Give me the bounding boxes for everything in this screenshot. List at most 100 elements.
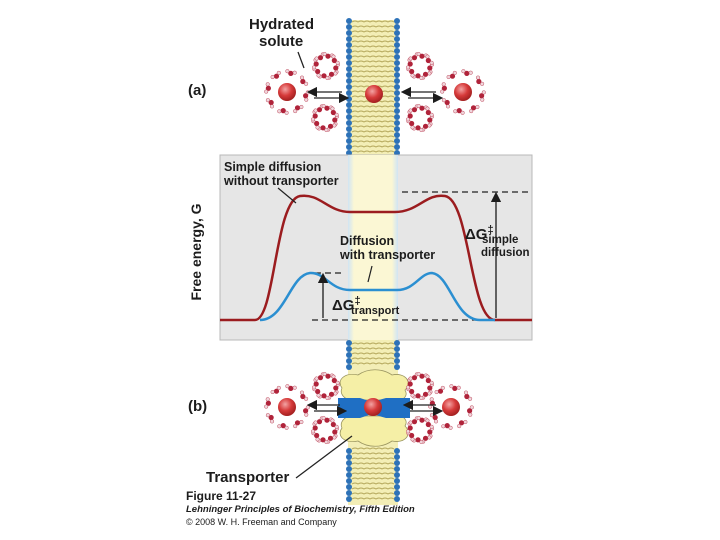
dg-transport-label: ΔG‡ [332,295,361,314]
dg-simple-sub1: simple [482,234,519,246]
lipid-head [394,358,400,364]
lipid-head [394,478,400,484]
lipid-head [346,114,352,120]
hydrated-solute [264,384,310,430]
lipid-head [394,466,400,472]
lipid-head [346,346,352,352]
lipid-head [346,42,352,48]
lipid-head [394,102,400,108]
lipid-head [394,72,400,78]
transport-label-pointer [367,265,373,283]
lipid-head [394,78,400,84]
panel-b-label: (b) [188,398,208,415]
membrane-band-in-plot [348,155,398,340]
lipid-head [394,120,400,126]
lipid-head [346,48,352,54]
hydrated-solute [264,69,310,115]
lipid-head [394,448,400,454]
lipid-head [346,96,352,102]
lipid-head [346,72,352,78]
lipid-head [346,90,352,96]
lipid-head [346,84,352,90]
dg-simple-dagger: ‡ [487,224,494,236]
dg-transport-dagger: ‡ [354,295,361,307]
lipid-head [346,108,352,114]
simple-label-pointer [277,187,297,204]
solute-ion [365,85,383,103]
lipid-tails [351,342,395,500]
lipid-head [346,144,352,150]
lipid-head [346,132,352,138]
lipid-head [394,340,400,346]
transport-diffusion-curve [259,271,495,322]
lipid-head [346,358,352,364]
energy-plot [219,154,533,341]
hydrated-solute [406,416,434,444]
transport-curve-label-line2: with transporter [340,248,436,262]
lipid-head [394,364,400,370]
lipid-head [394,84,400,90]
lipid-head [346,24,352,30]
lipid-head [394,66,400,72]
lipid-head [394,96,400,102]
lipid-head [394,138,400,144]
lipid-head [394,132,400,138]
dg-transport-sub: transport [351,305,400,317]
lipid-head [346,66,352,72]
lipid-head [394,496,400,502]
lipid-heads [346,340,400,502]
lipid-head [394,36,400,42]
lipid-head [346,30,352,36]
y-axis-label: Free energy, G [188,203,204,301]
caption-copyright: © 2008 W. H. Freeman and Company [186,517,337,527]
lipid-head [346,460,352,466]
lipid-head [346,78,352,84]
dg-transport-symbol: ΔG [332,297,355,314]
lipid-head [394,24,400,30]
hydrated-solute [428,384,474,430]
lipid-head [394,352,400,358]
lipid-head [394,490,400,496]
lipid-head [394,484,400,490]
lipid-head [394,114,400,120]
simple-curve-label-line2: without transporter [224,174,339,188]
simple-diffusion-curve [220,194,532,322]
solute-ion [278,83,296,101]
lipid-head [394,48,400,54]
lipid-head [346,126,352,132]
lipid-head [346,120,352,126]
panel-a-label: (a) [188,82,207,99]
hydrated-solute-label-line1: Hydrated [249,16,315,33]
solute-ion [442,398,460,416]
lipid-head [346,60,352,66]
lipid-head [346,138,352,144]
dg-simple-label: ΔG‡ [465,224,494,243]
lipid-head [346,36,352,42]
lipid-head [394,60,400,66]
lipid-head [346,102,352,108]
lipid-head [346,472,352,478]
lipid-head [346,496,352,502]
exchange-arrows-b [306,399,444,417]
lipid-head [394,126,400,132]
lipid-head [394,460,400,466]
lipid-head [346,352,352,358]
lipid-head [394,90,400,96]
lipid-head [394,30,400,36]
lipid-head [346,54,352,60]
transporter-bottom-lobe [339,414,409,447]
simple-curve-label-line1: Simple diffusion [224,160,322,174]
transporter-pointer [295,435,353,479]
lipid-head [394,18,400,24]
hydrated-solute [311,104,339,132]
lipid-head [346,466,352,472]
hydrated-solutes [264,52,486,444]
solute-ion [454,83,472,101]
solute-ion [278,398,296,416]
exchange-arrows-a [306,86,444,104]
dg-simple-sub2: diffusion [481,247,530,259]
hydrated-solute [311,416,339,444]
hydrated-solute-pointer [297,51,305,69]
hydrated-solute [406,52,434,80]
transporter-label: Transporter [206,469,290,486]
